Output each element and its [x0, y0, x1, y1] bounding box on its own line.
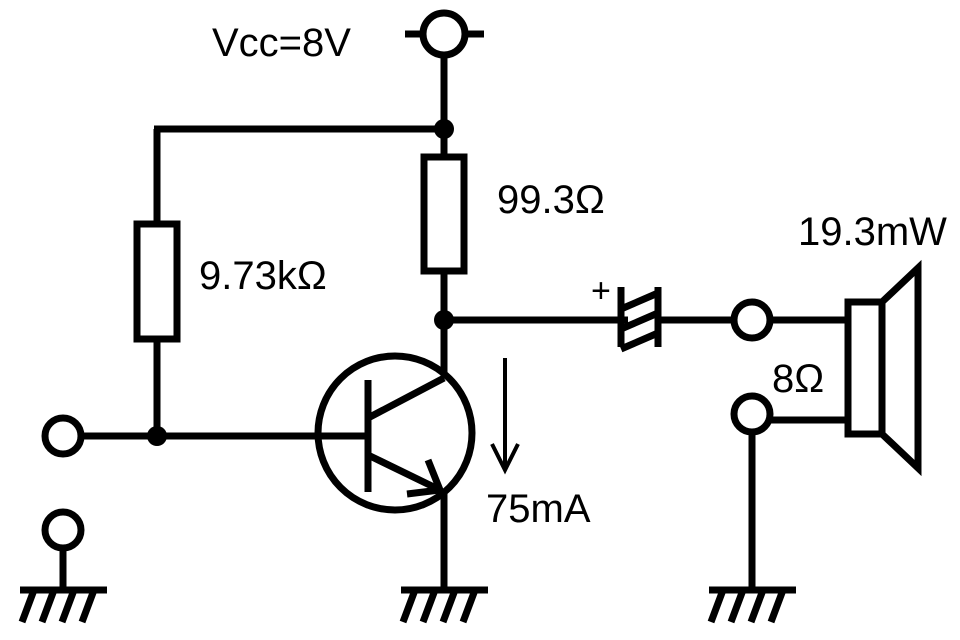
supply-label: Vcc=8V	[212, 21, 351, 65]
current-label: 75mA	[486, 487, 591, 531]
ground-icon-emitter	[399, 586, 488, 624]
bias-resistor-label: 9.73kΩ	[199, 254, 327, 298]
output-terminal-top	[730, 298, 774, 342]
load-resistor	[420, 153, 468, 275]
input-terminal	[41, 414, 85, 458]
ground-terminal	[41, 508, 85, 552]
ground-icon-output	[707, 586, 796, 624]
power-label: 19.3mW	[798, 210, 947, 254]
cap-plus-label: +	[591, 272, 611, 310]
output-terminal-bottom	[730, 392, 774, 436]
transistor	[314, 352, 476, 514]
emitter-arrow-icon	[406, 458, 445, 498]
bias-resistor	[133, 220, 181, 343]
speaker-impedance-label: 8Ω	[772, 357, 824, 401]
speaker-icon	[844, 259, 922, 477]
ground-icon-left	[18, 586, 107, 624]
junction-base	[147, 426, 167, 446]
junction-top	[434, 119, 454, 139]
load-resistor-label: 99.3Ω	[497, 178, 605, 222]
vcc-terminal	[405, 9, 484, 59]
current-arrow-icon	[490, 358, 520, 475]
